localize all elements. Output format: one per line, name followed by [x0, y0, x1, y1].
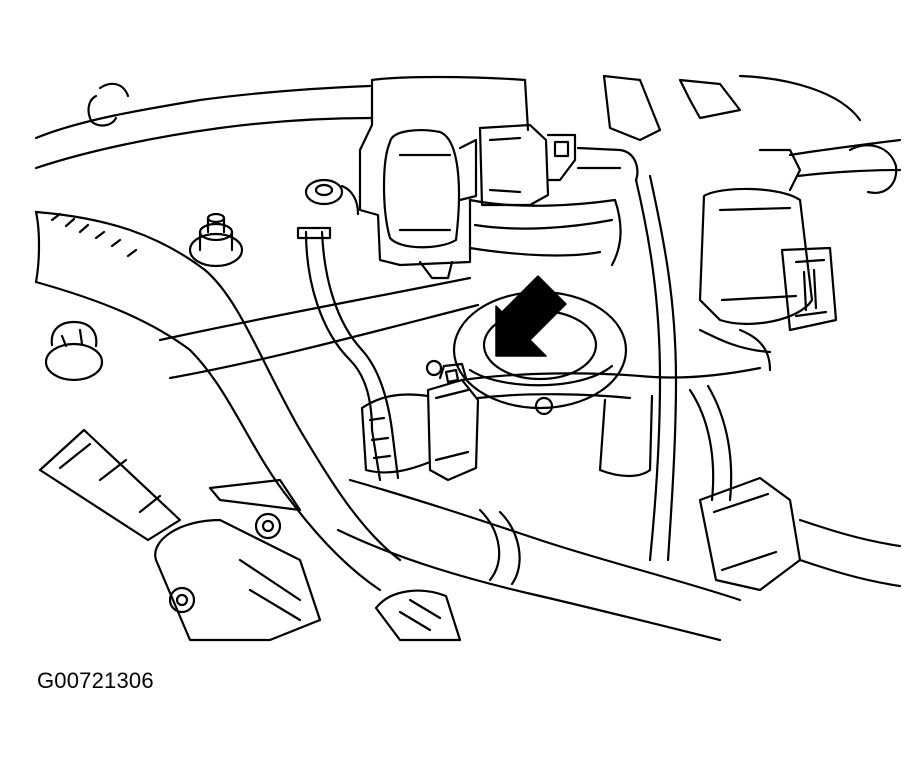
callout-arrow	[496, 276, 566, 356]
injector-connector-assembly	[360, 77, 637, 278]
mid-hose	[462, 368, 760, 476]
right-vertical-hoses	[636, 176, 770, 560]
diagonal-tube	[160, 278, 478, 378]
mounting-bolt-left	[46, 322, 102, 380]
lower-left-sensor	[155, 514, 320, 640]
lower-right-connector	[700, 478, 900, 590]
vacuum-tube	[298, 228, 398, 480]
upper-crossmember	[36, 84, 372, 168]
mounting-bolt-upper	[190, 214, 242, 266]
lower-left-bracket	[40, 430, 300, 540]
left-radiator-hose	[36, 212, 400, 590]
lower-hose	[338, 480, 740, 640]
lower-center-clip	[376, 591, 460, 640]
figure-id-caption: G00721306	[37, 668, 154, 693]
right-module	[700, 140, 900, 330]
engine-bay-illustration	[0, 0, 908, 660]
small-bolt-head	[306, 180, 358, 214]
top-right-bracket	[604, 76, 896, 193]
